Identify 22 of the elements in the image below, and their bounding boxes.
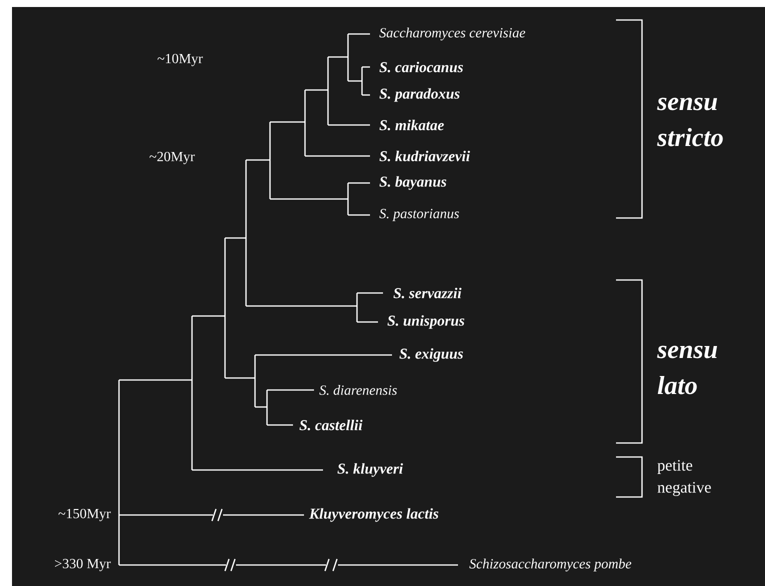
age-label: ~150Myr — [58, 508, 111, 522]
species-label: S. kluyveri — [337, 463, 403, 477]
age-label: >330 Myr — [55, 558, 111, 572]
species-label: Schizosaccharomyces pombe — [469, 558, 632, 572]
species-label: S. castellii — [299, 420, 362, 430]
group-label: sensu lato — [657, 346, 718, 394]
species-label: S. paradoxus — [379, 88, 460, 102]
species-label: S. bayanus — [379, 176, 446, 190]
species-label: S. diarenensis — [319, 385, 397, 395]
species-label: Saccharomyces cerevisiae — [379, 28, 526, 40]
age-label: ~10Myr — [158, 54, 203, 66]
group-label: petite negative — [657, 460, 711, 496]
species-label: S. cariocanus — [379, 62, 463, 72]
group-label: sensu stricto — [657, 98, 723, 146]
species-label: S. mikatae — [379, 120, 444, 130]
species-label: S. servazzii — [393, 288, 462, 298]
species-label: S. pastorianus — [379, 208, 459, 222]
age-label: ~20Myr — [150, 152, 195, 164]
species-label: S. unisporus — [387, 315, 464, 329]
species-label: Kluyveromyces lactis — [309, 508, 438, 522]
species-label: S. kudriavzevii — [379, 150, 470, 162]
species-label: S. exiguus — [399, 348, 463, 362]
